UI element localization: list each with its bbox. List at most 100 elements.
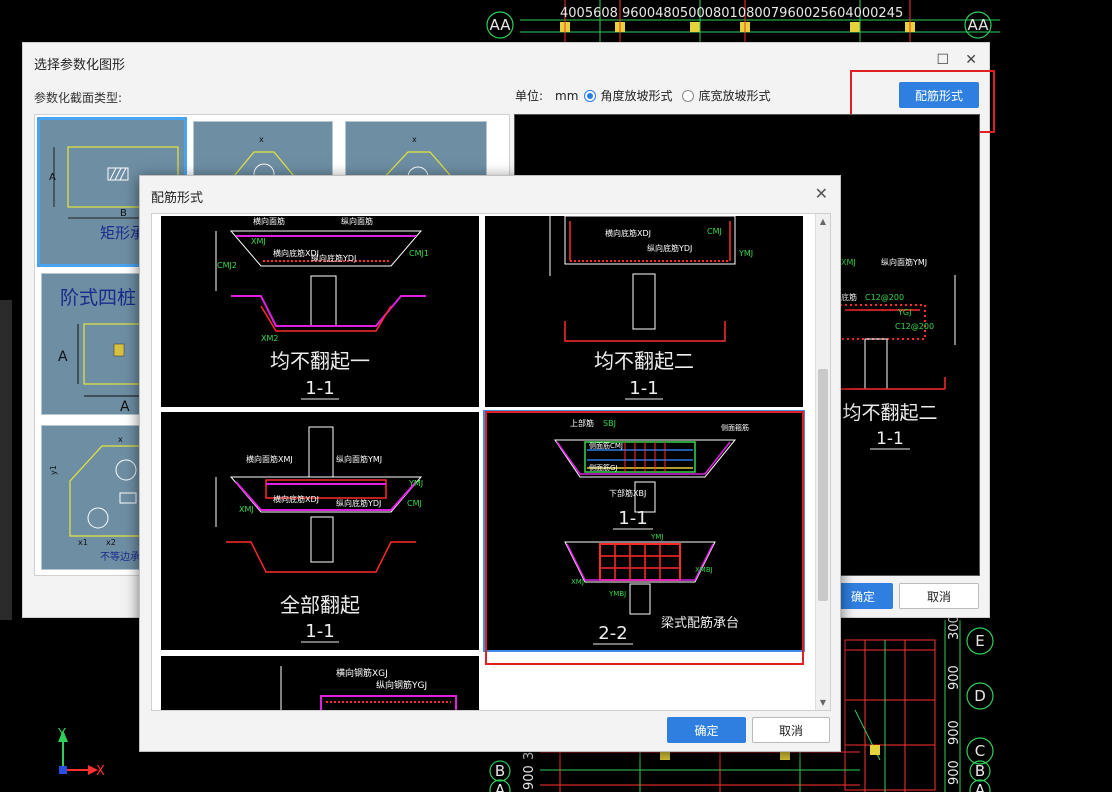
ucs-axis-icon (58, 730, 98, 775)
axis-label-aa-left: AA (490, 16, 512, 34)
rect-dim-b: B (120, 208, 127, 219)
unit-options: 单位: mm 角度放坡形式 底宽放坡形式 (515, 87, 770, 104)
cad-right-dim-3: 900 (947, 760, 962, 785)
scrollbar-thumb[interactable] (818, 369, 828, 601)
opt3-text-cmj: CMJ (407, 499, 422, 508)
left-toolbar-strip[interactable] (0, 300, 12, 620)
cad-top-dimension-row (520, 0, 1000, 42)
opt2-caption: 均不翻起二 (594, 349, 694, 373)
rebar-option-3-drawing: 横向面筋XMJ 纵向面筋YMJ 横向底筋XDJ 纵向底筋YDJ CMJ XMJ … (215, 426, 423, 643)
opt3-text-longitudinal-bottom: 纵向底筋YDJ (336, 498, 381, 508)
axis-bubble-d[interactable] (966, 682, 994, 710)
opt2-text-cmj: CMJ (707, 227, 722, 236)
rebar-option-none-raised-1[interactable]: 横向面筋 纵向面筋 横向底筋XDJ 纵向底筋YDJ CMJ2 CMJ1 XMJ … (161, 216, 479, 407)
opt4-text-side-cmj: 侧面筋CMJ (589, 441, 623, 450)
unequal-dim-x2: x2 (106, 538, 116, 547)
opt4-text-ymbj: YMBJ (608, 590, 626, 598)
outer-ok-button[interactable]: 确定 (833, 583, 893, 609)
unit-label: 单位: (515, 89, 544, 103)
preview-text-bottom-bar: 底筋 (841, 292, 857, 302)
ucs-y-label: Y (57, 727, 66, 742)
preview-drawing: XMJ 纵向面筋YMJ 底筋 C12@200 YGJ C12@200 均不翻起二… (834, 257, 956, 450)
opt1-text-cmj2: CMJ2 (217, 261, 237, 270)
opt4-text-stirrup: 侧面箍筋 (721, 423, 749, 432)
radio-angle-slope[interactable]: 角度放坡形式 (584, 87, 672, 104)
maximize-icon[interactable]: ☐ (936, 52, 949, 68)
radio-checked-icon[interactable] (584, 89, 597, 102)
cad-right-dim-1: 900 (947, 665, 962, 690)
opt4-section-top: 1-1 (618, 508, 647, 529)
axis-label-aa-right: AA (968, 16, 990, 34)
opt1-text-xm2: XM2 (261, 334, 278, 343)
axis-label-a: A (975, 781, 986, 792)
opt4-text-xmbj: XMBJ (695, 566, 713, 574)
step-dim-a-bottom: A (120, 399, 130, 415)
opt3-section: 1-1 (305, 621, 334, 642)
rebar-option-all-raised[interactable]: 横向面筋XMJ 纵向面筋YMJ 横向底筋XDJ 纵向底筋YDJ CMJ XMJ … (161, 412, 479, 650)
opt1-text-transverse-bottom: 横向底筋XDJ (273, 248, 319, 258)
opt4-section-bottom: 2-2 (598, 623, 627, 644)
axis-bubble-b-left[interactable] (489, 760, 511, 782)
opt4-text-sbj: SBJ (603, 419, 616, 428)
close-icon[interactable]: ✕ (965, 52, 977, 68)
axis-bubble-b[interactable] (969, 760, 991, 782)
close-icon[interactable]: ✕ (814, 184, 828, 203)
rebar-form-option-list[interactable]: 横向面筋 纵向面筋 横向底筋XDJ 纵向底筋YDJ CMJ2 CMJ1 XMJ … (151, 213, 831, 711)
opt2-section: 1-1 (629, 378, 658, 399)
opt1-section: 1-1 (305, 378, 334, 399)
axis-bubble-c[interactable] (966, 737, 994, 765)
rebar-dialog-title: 配筋形式 (151, 191, 204, 206)
opt4-text-bottom-xbj: 下部筋XBJ (609, 488, 646, 498)
axis-bubble-a[interactable] (969, 779, 991, 792)
rebar-option-none-raised-2[interactable]: 横向底筋XDJ 纵向底筋YDJ CMJ YMJ 均不翻起二 1-1 (485, 216, 803, 407)
axis-bubble-aa-right[interactable] (964, 11, 992, 39)
rebar-option-5[interactable]: 横向钢筋XGJ 纵向钢筋YGJ (161, 656, 479, 710)
unequal-dim-x1: x1 (78, 538, 88, 547)
axis-label-c: C (975, 742, 985, 760)
section-type-label: 参数化截面类型: (34, 91, 123, 105)
trapezoid-dim-x: x (259, 135, 264, 144)
opt2-text-transverse-bottom: 横向底筋XDJ (605, 228, 651, 238)
opt4-text-ymj: YMJ (650, 533, 663, 541)
triangle-down-icon[interactable]: ▼ (819, 698, 827, 707)
step-cap-title: 阶式四桩 (60, 287, 136, 309)
opt1-text-transverse-top: 横向面筋 (253, 216, 285, 226)
axis-bubble-aa-left[interactable] (486, 11, 514, 39)
cad-lower-plan (540, 639, 936, 792)
radio-bottom-width-slope[interactable]: 底宽放坡形式 (682, 87, 770, 104)
rebar-form-button[interactable]: 配筋形式 (899, 82, 979, 108)
rebar-option-beam-type-cap[interactable]: 上部筋 SBJ 侧面筋CMJ 侧面筋GJ 下部筋XBJ 侧面箍筋 1-1 (483, 410, 805, 652)
rebar-cancel-button[interactable]: 取消 (752, 717, 830, 743)
opt1-caption: 均不翻起一 (270, 349, 370, 373)
option-list-scrollbar[interactable]: ▲ ▼ (815, 214, 830, 710)
preview-text-c12-2: C12@200 (895, 322, 934, 331)
axis-label-b-left: B (495, 762, 505, 780)
triangle-up-icon[interactable]: ▲ (819, 217, 827, 226)
ucs-x-label: X (96, 764, 105, 779)
axis-label-d: D (974, 687, 986, 705)
rebar-option-2-drawing: 横向底筋XDJ 纵向底筋YDJ CMJ YMJ 均不翻起二 1-1 (549, 216, 753, 400)
unequal-dim-x: x (118, 435, 123, 444)
opt4-text-side-gj: 侧面筋GJ (589, 463, 618, 472)
radio-unchecked-icon[interactable] (682, 89, 695, 102)
preview-text-ymj: 纵向面筋YMJ (881, 257, 927, 267)
hexagon-dim-x: x (412, 135, 417, 144)
opt4-caption: 梁式配筋承台 (661, 615, 739, 631)
rebar-ok-button[interactable]: 确定 (667, 717, 746, 743)
opt3-caption: 全部翻起 (280, 593, 360, 617)
opt1-text-longitudinal-top: 纵向面筋 (341, 216, 373, 226)
axis-bubble-e[interactable] (966, 627, 994, 655)
cad-right-dim-2: 900 (947, 720, 962, 745)
annotation-highlight-beam-option (485, 411, 804, 665)
outer-cancel-button[interactable]: 取消 (899, 583, 979, 609)
rect-dim-a: A (49, 172, 56, 183)
axis-bubble-a-left[interactable] (489, 779, 511, 792)
opt5-text-transverse: 横向钢筋XGJ (336, 667, 388, 679)
opt4-text-xmj: XMJ (571, 578, 584, 586)
dialog-title: 选择参数化图形 (34, 58, 126, 73)
cad-right-dim-4: 300 (947, 615, 962, 640)
unequal-dim-y1: y1 (49, 465, 58, 475)
unequal-cap-label: 不等边承 (100, 550, 140, 563)
